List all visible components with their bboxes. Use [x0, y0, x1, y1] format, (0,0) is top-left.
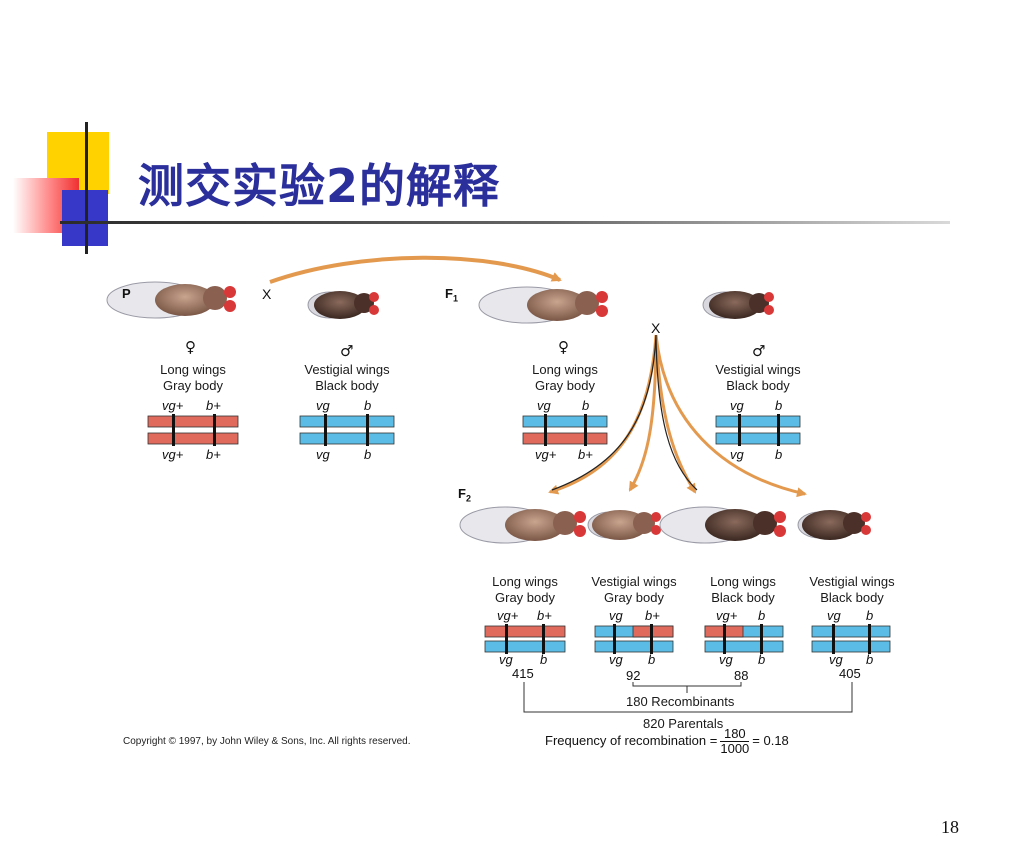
fly-f1-male	[702, 291, 774, 319]
gene-label: vg+	[162, 447, 184, 462]
gene-label: b+	[645, 608, 660, 623]
chrom-p-male	[299, 414, 395, 446]
gene-label: vg	[537, 398, 551, 413]
cross-symbol-f1: X	[651, 320, 661, 336]
gene-label: vg	[316, 398, 330, 413]
gene-label: vg+	[716, 608, 738, 623]
chrom-f2-3	[704, 624, 784, 654]
gene-label: vg	[730, 398, 744, 413]
gene-label: vg	[609, 652, 623, 667]
parentals-label: 820 Parentals	[643, 716, 724, 731]
page-number: 18	[941, 817, 959, 837]
gene-label: vg	[730, 447, 744, 462]
decor-vertical-line	[85, 122, 88, 254]
figure-graphics	[106, 255, 891, 713]
f1-to-f2-arrows	[548, 334, 807, 498]
count-f2-3: 88	[734, 668, 749, 683]
count-f2-2: 92	[626, 668, 641, 683]
gene-label: b	[866, 652, 874, 667]
fly-p-female	[106, 281, 236, 319]
gene-label: b	[540, 652, 548, 667]
gene-label: vg+	[535, 447, 557, 462]
gene-label: vg	[827, 608, 841, 623]
gene-label: b+	[537, 608, 552, 623]
fly-f2-2	[587, 510, 661, 540]
gene-label: b	[364, 447, 372, 462]
gene-label: vg	[316, 447, 330, 462]
gene-label: b	[866, 608, 874, 623]
count-f2-4: 405	[839, 666, 861, 681]
male-symbol: ♂	[752, 342, 766, 360]
title-underline	[60, 221, 950, 224]
cross-symbol-p: X	[262, 286, 272, 302]
gen-label-p: P	[122, 286, 131, 301]
copyright-notice: Copyright © 1997, by John Wiley & Sons, …	[123, 736, 411, 747]
gene-label: b	[775, 447, 783, 462]
gene-label: vg	[719, 652, 733, 667]
fly-f2-3	[659, 506, 786, 544]
gene-label: b+	[206, 398, 221, 413]
gen-label-f2: F2	[458, 486, 471, 504]
gene-label: b	[758, 652, 766, 667]
f1-to-f2-lines	[551, 334, 698, 491]
gene-label: vg	[499, 652, 513, 667]
p-to-f1-arrow	[269, 255, 562, 284]
fly-f2-4	[797, 510, 871, 540]
gene-label: b	[758, 608, 766, 623]
gene-label: vg+	[497, 608, 519, 623]
chrom-p-female	[147, 414, 239, 446]
slide-title: 测交实验2的解释	[138, 159, 501, 213]
gene-label: b	[582, 398, 590, 413]
recombinants-bracket	[632, 682, 742, 687]
chrom-f2-1	[484, 624, 566, 654]
gene-label: vg	[829, 652, 843, 667]
fly-f1-female	[478, 286, 608, 324]
chrom-f2-4	[811, 624, 891, 654]
chrom-f1-female	[522, 414, 608, 446]
gene-label: b	[364, 398, 372, 413]
fly-p-male	[307, 291, 379, 319]
recombinants-label: 180 Recombinants	[626, 694, 735, 709]
chrom-f1-male	[715, 414, 801, 446]
count-f2-1: 415	[512, 666, 534, 681]
female-symbol: ♀	[185, 338, 196, 356]
chrom-f2-2	[594, 624, 674, 654]
gene-label: b+	[578, 447, 593, 462]
male-symbol: ♂	[340, 342, 354, 360]
gen-label-f1: F1	[445, 286, 458, 304]
gene-label: b	[648, 652, 656, 667]
gene-label: b+	[206, 447, 221, 462]
female-symbol: ♀	[558, 338, 569, 356]
parentals-bracket	[523, 682, 853, 713]
gene-label: vg	[609, 608, 623, 623]
gene-label: b	[775, 398, 783, 413]
gene-label: vg+	[162, 398, 184, 413]
fly-f2-1	[459, 506, 586, 544]
